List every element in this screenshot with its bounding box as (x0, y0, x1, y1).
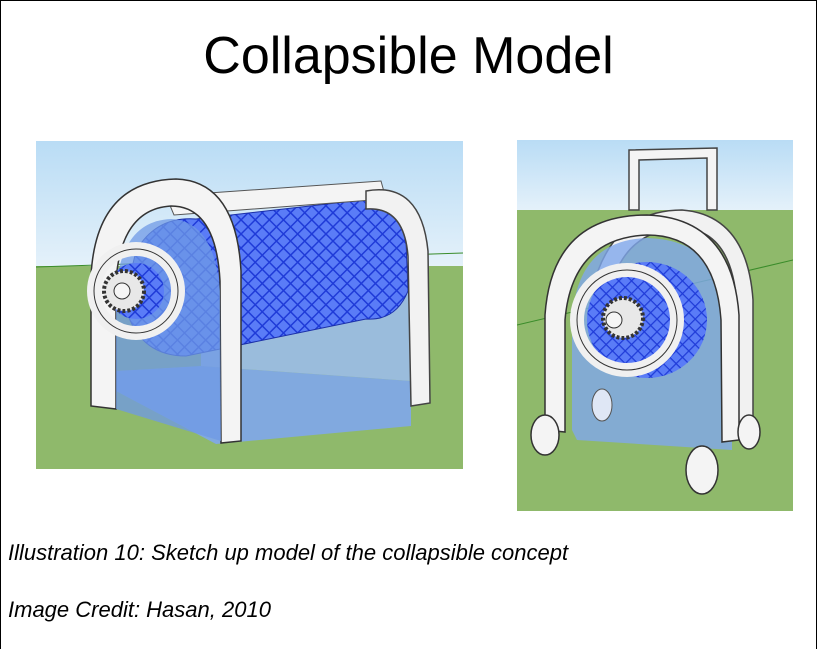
slide-title: Collapsible Model (203, 27, 614, 85)
illustration-front-view (517, 140, 793, 511)
image-credit: Image Credit: Hasan, 2010 (8, 597, 271, 622)
illustration-side-view (36, 141, 463, 469)
illustration-caption: Illustration 10: Sketch up model of the … (8, 540, 569, 565)
